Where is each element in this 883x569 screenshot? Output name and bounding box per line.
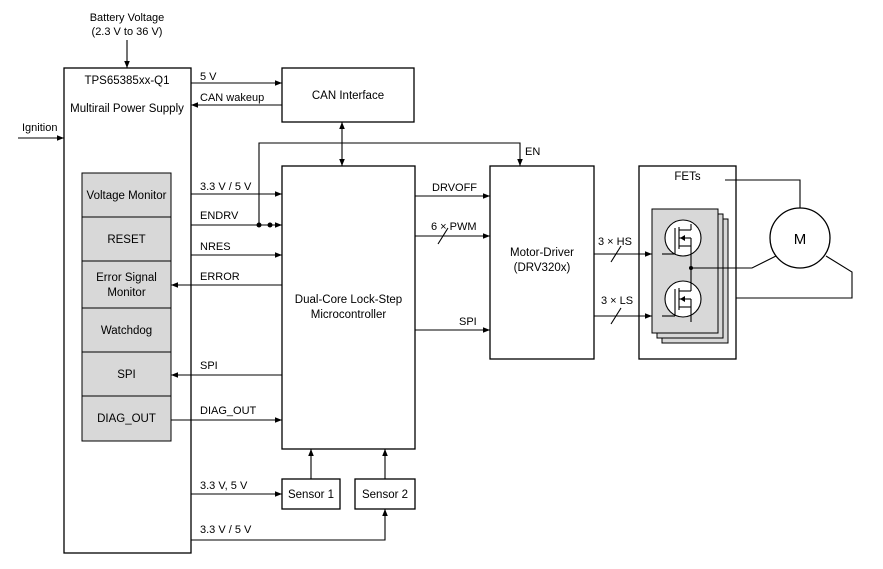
diag-out-block-label: DIAG_OUT — [97, 413, 156, 425]
motor-phase-a — [725, 179, 801, 208]
voltage-monitor-label: Voltage Monitor — [87, 190, 167, 202]
drvoff-label: DRVOFF — [432, 182, 477, 194]
reset-block — [81, 216, 172, 262]
error-monitor-label-1: Error Signal — [96, 272, 157, 284]
sensor-1-box — [281, 478, 341, 510]
driver-spi-label: SPI — [459, 316, 477, 328]
motor-driver-box — [489, 165, 595, 360]
battery-voltage-range: (2.3 V to 36 V) — [92, 26, 163, 38]
mcu-label-2: Microcontroller — [311, 309, 387, 321]
pmic-name: TPS65385xx-Q1 — [84, 75, 169, 87]
endrv-junction-2 — [267, 222, 273, 228]
signal-spi-label: SPI — [200, 360, 218, 372]
signal-nres-label: NRES — [200, 241, 231, 253]
sensor-supply-2-label: 3.3 V / 5 V — [200, 524, 252, 536]
signal-diag-out-label: DIAG_OUT — [200, 405, 257, 417]
motor-driver-label-1: Motor-Driver — [510, 247, 574, 259]
error-monitor-label-2: Monitor — [107, 287, 146, 299]
signal-supply-label: 3.3 V / 5 V — [200, 181, 252, 193]
fets-label: FETs — [674, 171, 700, 183]
sensor-supply-2-arrow — [191, 509, 388, 541]
can-interface-label: CAN Interface — [312, 90, 384, 102]
low-side-mosfet-icon — [662, 270, 702, 322]
pmic-subtitle: Multirail Power Supply — [70, 103, 184, 115]
can-5v-label: 5 V — [200, 71, 217, 83]
high-side-mosfet-icon — [662, 219, 702, 257]
signal-endrv-label: ENDRV — [200, 210, 239, 222]
motor-phase-b — [691, 255, 777, 269]
pwm-label: 6 × PWM — [431, 221, 477, 233]
ls-bus-slash — [610, 307, 622, 325]
motor-label: M — [794, 231, 807, 248]
watchdog-label: Watchdog — [101, 325, 152, 337]
can-interface-box — [281, 67, 415, 123]
watchdog-block — [81, 307, 172, 353]
motor-phase-c — [736, 255, 853, 299]
spi-block-label: SPI — [117, 369, 136, 381]
en-label: EN — [525, 146, 540, 158]
error-monitor-block — [81, 260, 172, 309]
mcu-box — [281, 165, 416, 450]
ls-label: 3 × LS — [601, 295, 633, 307]
reset-label: RESET — [107, 234, 145, 246]
mcu-label-1: Dual-Core Lock-Step — [295, 294, 402, 306]
sensor-supply-1-label: 3.3 V, 5 V — [200, 480, 248, 492]
hs-label: 3 × HS — [598, 236, 632, 248]
en-line — [258, 142, 523, 225]
can-wakeup-label: CAN wakeup — [200, 92, 264, 104]
voltage-monitor-block — [81, 172, 172, 218]
hs-bus-slash — [610, 245, 622, 263]
motor-driver-label-2: (DRV320x) — [514, 262, 571, 274]
diag-out-block — [81, 395, 172, 442]
sensor-2-label: Sensor 2 — [362, 489, 408, 501]
ignition-label: Ignition — [22, 122, 57, 134]
pwm-bus-slash — [437, 227, 449, 245]
sensor-1-label: Sensor 1 — [288, 489, 334, 501]
signal-error-label: ERROR — [200, 271, 240, 283]
battery-voltage-label: Battery Voltage — [90, 12, 165, 24]
